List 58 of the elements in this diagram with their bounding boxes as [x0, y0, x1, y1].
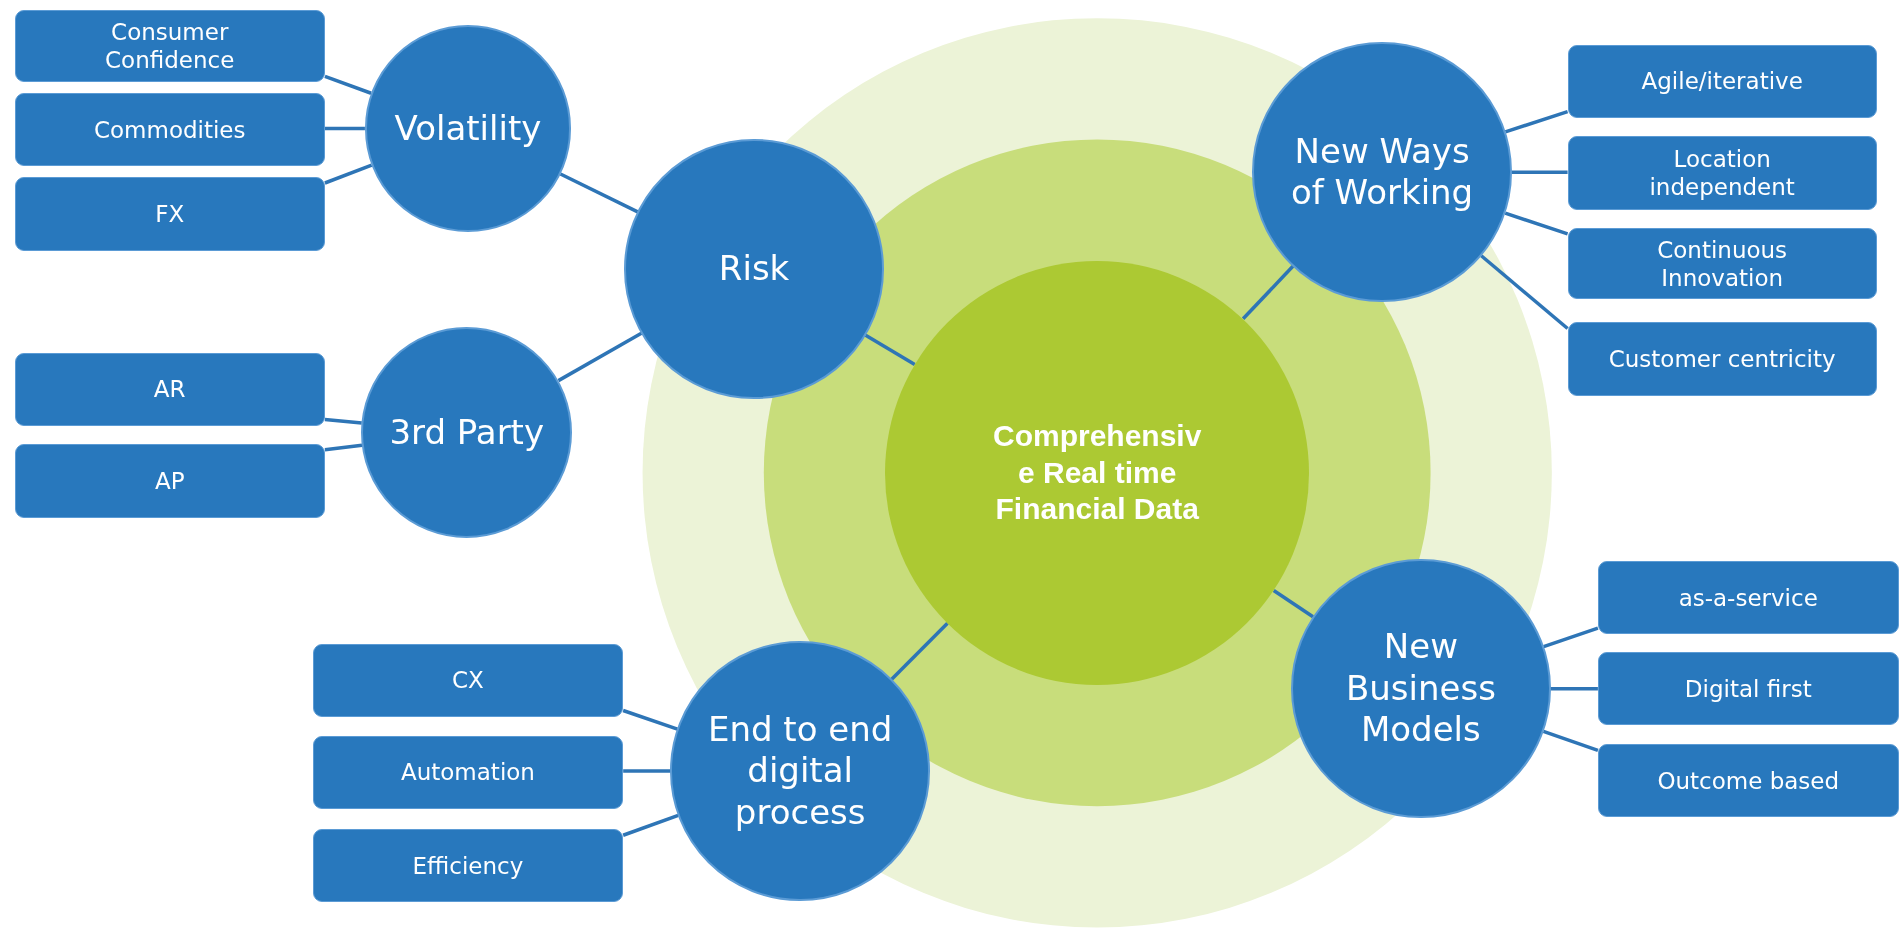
connector-line: [324, 74, 372, 95]
topic-box: [1567, 227, 1877, 300]
topic-box: [1597, 744, 1899, 818]
circle-label: New Business Models: [1344, 626, 1497, 751]
box-label: CX: [451, 666, 485, 695]
connector-line: [324, 163, 373, 185]
topic-box: [1567, 322, 1877, 397]
circle-label: New Ways of Working: [1289, 130, 1475, 214]
box-label: Location independent: [1648, 144, 1796, 201]
box-label: Efficiency: [411, 851, 525, 880]
topic-box: [1567, 135, 1877, 210]
connector-line: [622, 708, 678, 731]
topic-box: [1597, 561, 1899, 635]
connector-line: [324, 443, 363, 452]
connector-line: [557, 331, 643, 383]
connector-line: [623, 769, 671, 773]
box-label: Commodities: [92, 115, 247, 144]
topic-box: [14, 93, 325, 167]
box-label: Outcome based: [1656, 766, 1841, 795]
box-label: as-a-service: [1677, 583, 1819, 612]
box-label: AP: [153, 466, 186, 495]
box-label: Digital first: [1683, 674, 1813, 703]
connector-line: [1550, 686, 1598, 691]
connector-line: [1272, 589, 1314, 619]
circle-label: End to end digital process: [706, 708, 894, 834]
connector-line: [1543, 626, 1599, 649]
topic-box: [14, 443, 325, 518]
connector-line: [864, 333, 916, 367]
topic-box: [14, 177, 325, 251]
circle-label: 3rd Party: [389, 412, 545, 454]
connector-line: [1480, 254, 1569, 330]
connector-line: [324, 417, 362, 425]
box-label: Automation: [399, 758, 536, 787]
connector-line: [1504, 109, 1569, 134]
connector-line: [1241, 265, 1295, 321]
connector-line: [1504, 211, 1569, 236]
box-label: Agile/iterative: [1640, 67, 1804, 96]
circle-label: Volatility: [394, 107, 542, 150]
box-label: AR: [152, 375, 187, 404]
box-label: Continuous Innovation: [1656, 235, 1789, 292]
connector-line: [622, 813, 679, 837]
circle-label: Comprehensiv e Real time Financial Data: [992, 417, 1203, 528]
topic-box: [1567, 44, 1877, 118]
topic-box: [14, 352, 325, 426]
box-label: Consumer Confidence: [104, 18, 236, 75]
connector-line: [559, 172, 639, 214]
connector-line: [1511, 170, 1568, 174]
box-label: FX: [154, 199, 186, 228]
topic-box: [1597, 652, 1899, 725]
connector-line: [324, 126, 365, 131]
topic-box: [312, 829, 624, 902]
connector-line: [890, 621, 949, 681]
topic-box: [312, 735, 624, 809]
box-label: Customer centricity: [1607, 345, 1837, 374]
topic-box: [14, 9, 325, 83]
topic-box: [312, 643, 624, 717]
circle-label: Risk: [718, 248, 790, 290]
connector-line: [1542, 729, 1599, 753]
